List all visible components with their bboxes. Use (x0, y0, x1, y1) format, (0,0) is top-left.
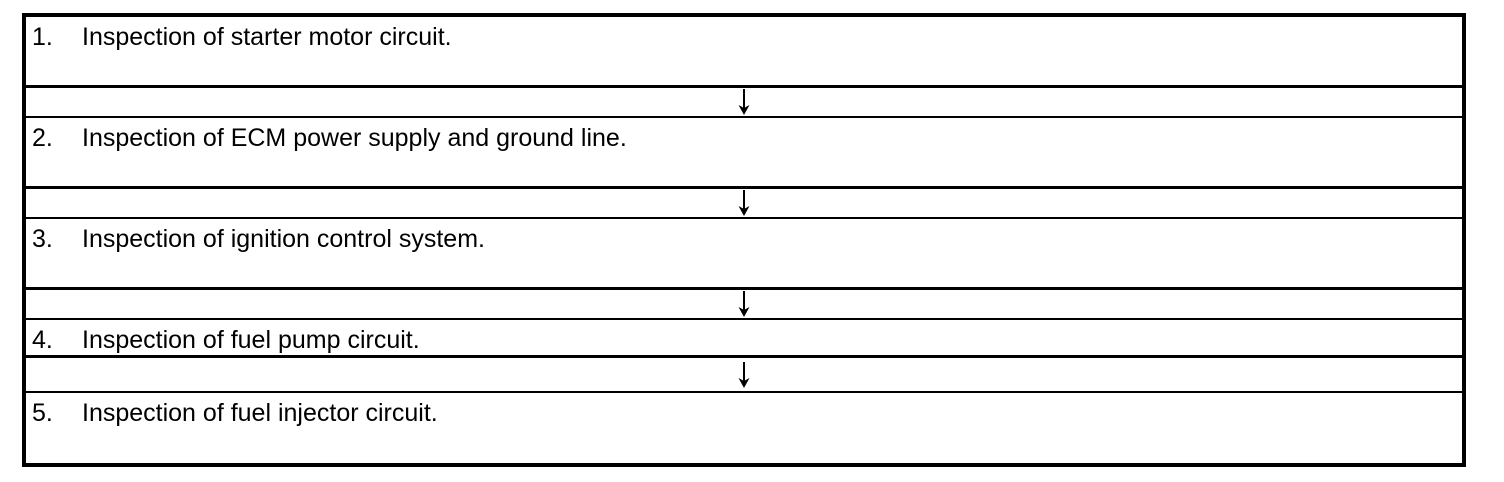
step-label: Inspection of ECM power supply and groun… (82, 124, 627, 152)
flowchart-connector-1 (26, 85, 1462, 118)
flowchart-step-2: 2. Inspection of ECM power supply and gr… (26, 118, 1462, 186)
step-number: 1. (32, 23, 53, 51)
step-number: 5. (32, 399, 53, 427)
step-label: Inspection of fuel pump circuit. (82, 326, 420, 354)
flowchart-rows: 1. Inspection of starter motor circuit. … (26, 17, 1462, 463)
down-arrow-icon (737, 291, 751, 317)
down-arrow-icon (737, 89, 751, 115)
inspection-procedure-flowchart: 1. Inspection of starter motor circuit. … (22, 13, 1466, 467)
flowchart-connector-2 (26, 186, 1462, 219)
step-label: Inspection of ignition control system. (82, 225, 485, 253)
step-label: Inspection of starter motor circuit. (82, 23, 452, 51)
flowchart-step-1: 1. Inspection of starter motor circuit. (26, 17, 1462, 85)
down-arrow-icon (737, 361, 751, 388)
down-arrow-icon (737, 190, 751, 216)
flowchart-connector-3 (26, 287, 1462, 320)
step-label: Inspection of fuel injector circuit. (82, 399, 438, 427)
flowchart-step-4: 4. Inspection of fuel pump circuit. (26, 320, 1462, 355)
flowchart-step-3: 3. Inspection of ignition control system… (26, 219, 1462, 287)
flowchart-connector-4 (26, 355, 1462, 393)
step-number: 3. (32, 225, 53, 253)
step-number: 2. (32, 124, 53, 152)
step-number: 4. (32, 326, 53, 354)
flowchart-step-5: 5. Inspection of fuel injector circuit. (26, 393, 1462, 458)
